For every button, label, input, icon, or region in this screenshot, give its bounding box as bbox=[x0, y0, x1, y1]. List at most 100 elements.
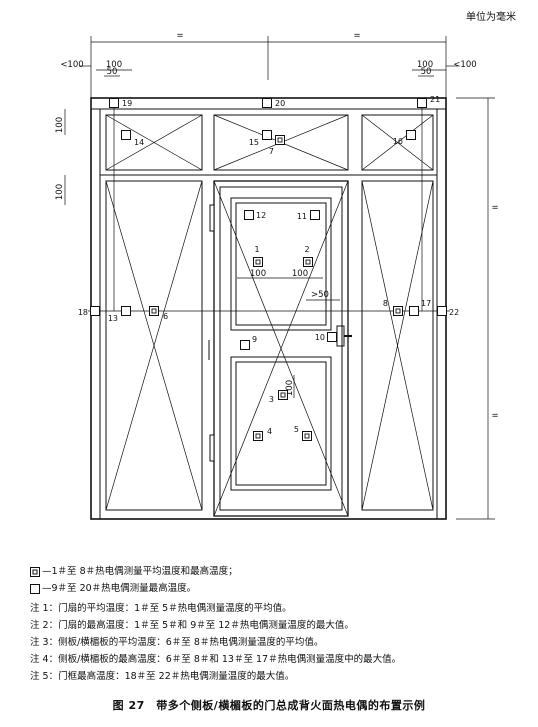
dim-100-right: 100 bbox=[417, 60, 433, 70]
inner-square-icon bbox=[395, 308, 401, 314]
double-square-icon bbox=[253, 431, 263, 441]
note-5: 注 5：门框最高温度：18＃至 22＃热电偶测量温度的最大值。 bbox=[30, 671, 295, 682]
single-square-icon bbox=[409, 306, 419, 316]
dim-50-right: 50 bbox=[421, 67, 432, 77]
door-handle-plate bbox=[336, 325, 345, 347]
thermocouple-label: 11 bbox=[297, 212, 307, 221]
transom-left bbox=[105, 114, 203, 171]
note-2: 注 2：门扇的最高温度：1＃至 5＃和 9＃至 12＃热电偶测量温度的最大值。 bbox=[30, 620, 354, 631]
thermocouple-6: 6 bbox=[149, 306, 168, 321]
single-square-icon bbox=[30, 583, 40, 594]
thermocouple-label: 22 bbox=[449, 308, 459, 317]
dim-gt50: >50 bbox=[311, 290, 329, 300]
thermocouple-4: 4 bbox=[253, 427, 272, 441]
double-square-icon bbox=[303, 257, 313, 267]
dim-100-left: 100 bbox=[106, 60, 122, 70]
thermocouple-11: 11 bbox=[297, 210, 320, 221]
inner-square-icon bbox=[151, 308, 157, 314]
thermocouple-22: 22 bbox=[437, 306, 459, 317]
thermocouple-20: 20 bbox=[262, 98, 285, 108]
double-square-icon bbox=[302, 431, 312, 441]
thermocouple-8: 8 bbox=[383, 299, 403, 316]
inner-square-icon bbox=[280, 392, 286, 398]
transom-center bbox=[213, 114, 349, 171]
dim-equal-right: = bbox=[353, 31, 360, 41]
lower-glazing bbox=[230, 356, 332, 491]
hinge-bottom bbox=[209, 434, 215, 462]
single-square-icon bbox=[244, 210, 254, 220]
single-square-icon bbox=[406, 130, 416, 140]
single-square-icon bbox=[310, 210, 320, 220]
thermocouple-14: 14 bbox=[121, 130, 144, 147]
thermocouple-13: 13 bbox=[108, 306, 131, 323]
thermocouple-label: 18 bbox=[78, 308, 88, 317]
thermocouple-3: 3 bbox=[269, 390, 288, 404]
dim-lt100-left: <100 bbox=[60, 60, 83, 70]
inner-square-icon bbox=[304, 433, 310, 439]
lower-glazing-inner bbox=[235, 361, 327, 486]
dim-100-door-left: 100 bbox=[250, 269, 266, 279]
thermocouple-label: 15 bbox=[249, 138, 259, 147]
figure-caption: 图 27 带多个侧板/横楣板的门总成背火面热电偶的布置示例 bbox=[112, 699, 426, 712]
thermocouple-15: 15 bbox=[249, 130, 272, 147]
dim-100-vert-door: 100 bbox=[285, 380, 295, 396]
double-square-icon bbox=[253, 257, 263, 267]
thermocouple-9: 9 bbox=[240, 335, 257, 350]
thermocouple-label: 21 bbox=[430, 95, 440, 104]
thermocouple-label: 20 bbox=[275, 99, 285, 108]
single-square-icon bbox=[327, 332, 337, 342]
dim-equal-left: = bbox=[176, 31, 183, 41]
upper-glazing-inner bbox=[235, 202, 327, 326]
thermocouple-16: 16 bbox=[393, 130, 416, 146]
dim-100-door-right: 100 bbox=[292, 269, 308, 279]
thermocouple-label: 5 bbox=[294, 425, 299, 434]
single-square-icon bbox=[109, 98, 119, 108]
note-1: 注 1：门扇的平均温度：1＃至 5＃热电偶测量温度的平均值。 bbox=[30, 603, 292, 614]
double-square-icon bbox=[278, 390, 288, 400]
inner-square-icon bbox=[277, 137, 283, 143]
thermocouple-5: 5 bbox=[294, 425, 312, 441]
frame-structure bbox=[90, 97, 447, 520]
hinge-top bbox=[209, 204, 215, 232]
single-square-icon bbox=[437, 306, 447, 316]
thermocouple-18: 18 bbox=[78, 306, 100, 317]
single-square-icon bbox=[240, 340, 250, 350]
inner-square-icon bbox=[305, 259, 311, 265]
dim-equal-upper: = bbox=[491, 203, 498, 213]
note-4: 注 4：侧板/横楣板的最高温度：6＃至 8＃和 13＃至 17＃热电偶测量温度中… bbox=[30, 654, 402, 665]
single-square-icon bbox=[262, 98, 272, 108]
inner-square-icon bbox=[255, 259, 261, 265]
dim-50-left: 50 bbox=[107, 67, 118, 77]
dim-lt100-right: <100 bbox=[453, 60, 476, 70]
double-square-icon bbox=[275, 135, 285, 145]
single-square-icon bbox=[417, 98, 427, 108]
single-square-icon bbox=[121, 306, 131, 316]
transom-right bbox=[361, 114, 434, 171]
double-square-icon bbox=[393, 306, 403, 316]
dim-100-vert-top: 100 bbox=[55, 117, 65, 133]
door-assembly-drawing: = = <100 <100 100 100 50 50 100 100 >50 … bbox=[55, 31, 499, 520]
thermocouple-label: 1 bbox=[254, 245, 259, 254]
side-panel-left bbox=[105, 180, 203, 511]
thermocouple-label: 17 bbox=[421, 299, 431, 308]
legend-row-single: —9＃至 20＃热电偶测量最高温度。 bbox=[30, 580, 196, 594]
thermocouple-label: 8 bbox=[383, 299, 388, 308]
legend-single-text: —9＃至 20＃热电偶测量最高温度。 bbox=[42, 583, 197, 594]
thermocouple-label: 14 bbox=[134, 138, 144, 147]
thermocouple-label: 19 bbox=[122, 99, 132, 108]
dim-equal-lower: = bbox=[491, 411, 498, 421]
dim-100-vert-mid: 100 bbox=[55, 184, 65, 200]
single-square-icon bbox=[262, 130, 272, 140]
single-square-icon bbox=[121, 130, 131, 140]
thermocouple-label: 3 bbox=[269, 395, 274, 404]
thermocouple-17: 17 bbox=[409, 299, 431, 316]
thermocouple-21: 21 bbox=[417, 95, 440, 108]
single-square-icon bbox=[90, 306, 100, 316]
thermocouple-label: 12 bbox=[256, 211, 266, 220]
thermocouple-label: 10 bbox=[315, 333, 325, 342]
outer-frame bbox=[90, 97, 447, 520]
thermocouple-label: 6 bbox=[163, 312, 168, 321]
thermocouple-label: 16 bbox=[393, 137, 403, 146]
thermocouple-label: 13 bbox=[108, 314, 118, 323]
